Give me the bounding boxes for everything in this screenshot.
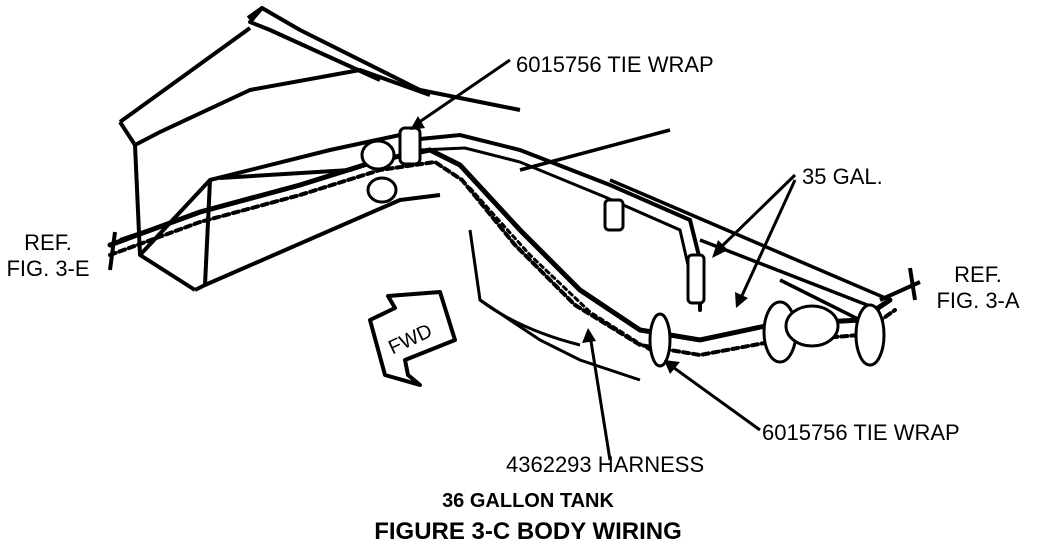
label-35-gal: 35 GAL.	[802, 164, 883, 189]
caption-title: FIGURE 3-C BODY WIRING	[374, 518, 682, 545]
leader-35-gal-2	[738, 179, 797, 301]
fuel-tank	[468, 229, 641, 382]
label-ref-left-line1: REF.	[24, 230, 72, 255]
leader-lines	[414, 58, 797, 461]
leader-harness	[588, 334, 612, 461]
label-tie-wrap-bottom: 6015756 TIE WRAP	[762, 420, 960, 445]
tie-wrap-clips	[360, 126, 886, 368]
leader-tie-wrap-bottom	[669, 363, 761, 432]
arrowheads	[410, 116, 748, 374]
leader-35-gal-1	[716, 173, 797, 252]
label-ref-right-line1: REF.	[954, 262, 1002, 287]
caption-subtitle: 36 GALLON TANK	[442, 490, 614, 512]
fwd-arrow: FWD	[368, 290, 457, 387]
label-ref-right-line2: FIG. 3-A	[936, 288, 1020, 313]
harness-end-left	[108, 228, 151, 271]
label-tie-wrap-top: 6015756 TIE WRAP	[516, 52, 714, 77]
leader-tie-wrap-top	[414, 58, 511, 127]
frame-rail	[118, 6, 521, 292]
harness-end-right	[879, 267, 921, 302]
label-ref-left-line2: FIG. 3-E	[6, 256, 90, 281]
label-harness: 4362293 HARNESS	[506, 452, 705, 477]
